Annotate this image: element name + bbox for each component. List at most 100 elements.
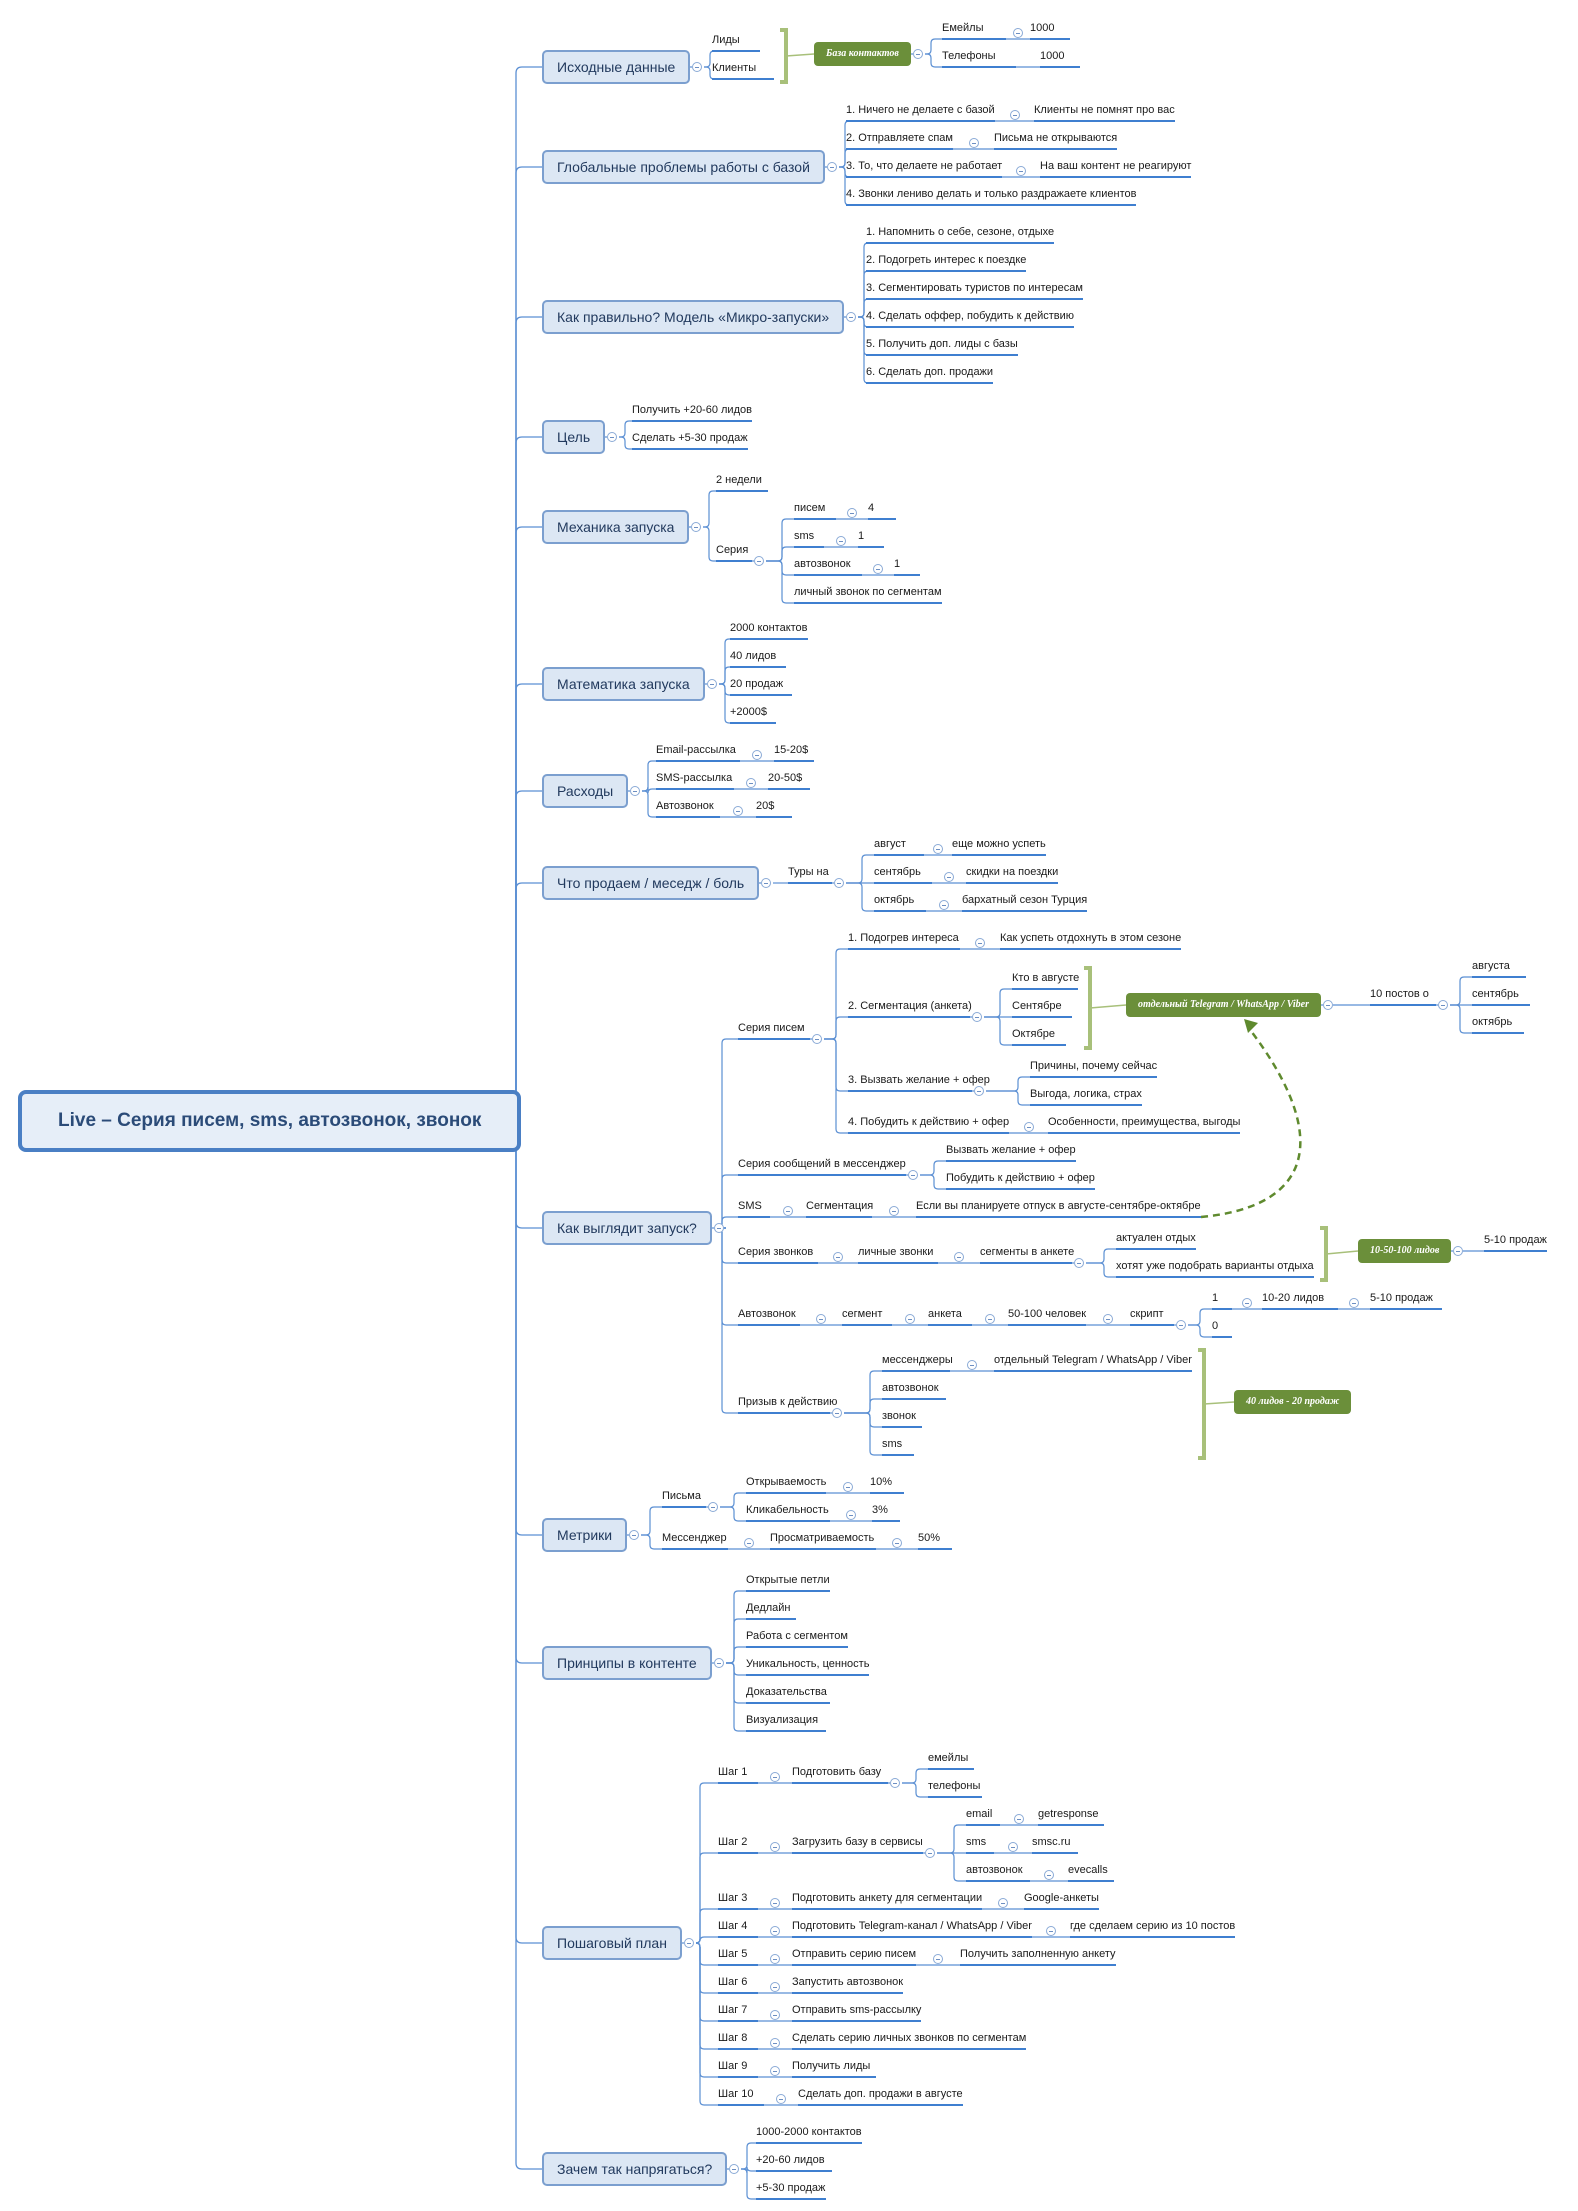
node-sms-cost[interactable]: 20-50$ xyxy=(768,772,810,790)
node-avgusta[interactable]: августа xyxy=(1472,960,1526,978)
collapse-toggle-icon[interactable] xyxy=(843,1482,853,1492)
node-shag-4[interactable]: Шаг 4 xyxy=(718,1920,758,1938)
node-skript[interactable]: скрипт xyxy=(1130,1308,1174,1326)
node-poluchit-lidy[interactable]: Получить лиды xyxy=(792,2060,876,2078)
node-pobudit-k-deistviyu[interactable]: 4. Побудить к действию + офер xyxy=(848,1116,1010,1134)
node-oktyabr-msg[interactable]: бархатный сезон Турция xyxy=(962,894,1088,912)
collapse-toggle-icon[interactable] xyxy=(770,2038,780,2048)
branch-poshagovyi-plan[interactable]: Пошаговый план xyxy=(542,1926,682,1960)
node-getresponse[interactable]: getresponse xyxy=(1038,1808,1104,1826)
collapse-toggle-icon[interactable] xyxy=(714,1223,724,1233)
collapse-toggle-icon[interactable] xyxy=(770,1954,780,1964)
node-dokazatelstva[interactable]: Доказательства xyxy=(746,1686,830,1704)
node-hotyat-podobrat[interactable]: хотят уже подобрать варианты отдыха xyxy=(1116,1260,1314,1278)
branch-chto-prodaem[interactable]: Что продаем / меседж / боль xyxy=(542,866,760,900)
branch-cel[interactable]: Цель xyxy=(542,420,606,454)
branch-mehanika-zapuska[interactable]: Механика запуска xyxy=(542,510,690,544)
node-prosmatrivaemost[interactable]: Просматриваемость xyxy=(770,1532,876,1550)
node-shag-3[interactable]: Шаг 3 xyxy=(718,1892,758,1910)
collapse-toggle-icon[interactable] xyxy=(770,1772,780,1782)
collapse-toggle-icon[interactable] xyxy=(770,1926,780,1936)
tag-40-lidov-20-prodazh[interactable]: 40 лидов - 20 продаж xyxy=(1234,1390,1352,1414)
collapse-toggle-icon[interactable] xyxy=(846,312,856,322)
collapse-toggle-icon[interactable] xyxy=(1349,1298,1359,1308)
node-pisma-metric[interactable]: Письма xyxy=(662,1490,706,1508)
node-prosmatrivaemost-value[interactable]: 50% xyxy=(918,1532,952,1550)
branch-kak-vyglyadit-zapusk[interactable]: Как выглядит запуск? xyxy=(542,1211,712,1245)
collapse-toggle-icon[interactable] xyxy=(954,1252,964,1262)
node-smsc-ru[interactable]: smsc.ru xyxy=(1032,1836,1078,1854)
node-sentyabr-post[interactable]: сентябрь xyxy=(1472,988,1530,1006)
collapse-toggle-icon[interactable] xyxy=(729,2164,739,2174)
collapse-toggle-icon[interactable] xyxy=(752,750,762,760)
collapse-toggle-icon[interactable] xyxy=(975,938,985,948)
collapse-toggle-icon[interactable] xyxy=(847,508,857,518)
node-vygoda-logika[interactable]: Выгода, логика, страх xyxy=(1030,1088,1142,1106)
node-shag-5[interactable]: Шаг 5 xyxy=(718,1948,758,1966)
collapse-toggle-icon[interactable] xyxy=(770,1842,780,1852)
collapse-toggle-icon[interactable] xyxy=(733,806,743,816)
node-problem-2-result[interactable]: Письма не открываются xyxy=(994,132,1118,150)
collapse-toggle-icon[interactable] xyxy=(827,162,837,172)
node-pd-sms[interactable]: sms xyxy=(882,1438,914,1456)
collapse-toggle-icon[interactable] xyxy=(776,2094,786,2104)
collapse-toggle-icon[interactable] xyxy=(1008,1842,1018,1852)
node-lichnye-zvonki[interactable]: личные звонки xyxy=(858,1246,938,1264)
node-segmenty-v-ankete[interactable]: сегменты в анкете xyxy=(980,1246,1074,1264)
node-model-2[interactable]: 2. Подогреть интерес к поездке xyxy=(866,254,1027,272)
node-zagruzit-bazu[interactable]: Загрузить базу в сервисы xyxy=(792,1836,923,1854)
node-problem-3-result[interactable]: На ваш контент не реагируют xyxy=(1040,160,1192,178)
collapse-toggle-icon[interactable] xyxy=(770,2066,780,2076)
node-pd-avtozvonok[interactable]: автозвонок xyxy=(882,1382,946,1400)
node-dedlain[interactable]: Дедлайн xyxy=(746,1602,796,1620)
collapse-toggle-icon[interactable] xyxy=(939,900,949,910)
node-seriya-soobshchenii[interactable]: Серия сообщений в мессенджер xyxy=(738,1158,906,1176)
node-evecalls[interactable]: evecalls xyxy=(1068,1864,1114,1882)
node-shag-2[interactable]: Шаг 2 xyxy=(718,1836,758,1854)
node-plan-telefony[interactable]: телефоны xyxy=(928,1780,982,1798)
collapse-toggle-icon[interactable] xyxy=(833,1252,843,1262)
collapse-toggle-icon[interactable] xyxy=(770,1898,780,1908)
node-klikabelnost-value[interactable]: 3% xyxy=(872,1504,900,1522)
node-email-cost[interactable]: 15-20$ xyxy=(774,744,814,762)
branch-matematika-zapuska[interactable]: Математика запуска xyxy=(542,667,705,701)
node-oktyabre[interactable]: Октябре xyxy=(1012,1028,1066,1046)
collapse-toggle-icon[interactable] xyxy=(968,138,979,148)
node-telefony-1000[interactable]: 1000 xyxy=(1040,50,1080,68)
collapse-toggle-icon[interactable] xyxy=(607,432,617,442)
collapse-toggle-icon[interactable] xyxy=(846,1510,856,1520)
node-seriya-lichnyh-zvonkov[interactable]: Сделать серию личных звонков по сегмента… xyxy=(792,2032,1027,2050)
collapse-toggle-icon[interactable] xyxy=(744,1538,754,1548)
node-plus-2000[interactable]: +2000$ xyxy=(730,706,776,724)
branch-zachem-tak-napryagatsya[interactable]: Зачем так напрягаться? xyxy=(542,2152,728,2186)
node-model-5[interactable]: 5. Получить доп. лиды с базы xyxy=(866,338,1018,356)
collapse-toggle-icon[interactable] xyxy=(783,1206,793,1216)
node-az-5-10-prodazh[interactable]: 5-10 продаж xyxy=(1370,1292,1442,1310)
node-shag-10[interactable]: Шаг 10 xyxy=(718,2088,764,2106)
node-plan-avtozvonok[interactable]: автозвонок xyxy=(966,1864,1030,1882)
node-otpravit-seriyu-pisem[interactable]: Отправить серию писем xyxy=(792,1948,917,1966)
collapse-toggle-icon[interactable] xyxy=(1074,1258,1084,1268)
node-avtozvonok[interactable]: автозвонок xyxy=(794,558,862,576)
node-rabota-s-segmentom[interactable]: Работа с сегментом xyxy=(746,1630,848,1648)
node-shag-9[interactable]: Шаг 9 xyxy=(718,2060,758,2078)
node-avgust[interactable]: август xyxy=(874,838,924,856)
node-sentyabre[interactable]: Сентябре xyxy=(1012,1000,1072,1018)
collapse-toggle-icon[interactable] xyxy=(770,2010,780,2020)
node-2-nedeli[interactable]: 2 недели xyxy=(716,474,768,492)
collapse-toggle-icon[interactable] xyxy=(812,1034,822,1044)
node-avtozvonok-rashod[interactable]: Автозвонок xyxy=(656,800,720,818)
node-podogrev-interesa[interactable]: 1. Подогрев интереса xyxy=(848,932,960,950)
node-anketa[interactable]: анкета xyxy=(928,1308,972,1326)
node-segment[interactable]: сегмент xyxy=(842,1308,892,1326)
branch-metriki[interactable]: Метрики xyxy=(542,1518,628,1552)
collapse-toggle-icon[interactable] xyxy=(985,1314,995,1324)
collapse-toggle-icon[interactable] xyxy=(1242,1298,1252,1308)
node-messendzhery[interactable]: мессенджеры xyxy=(882,1354,953,1372)
collapse-toggle-icon[interactable] xyxy=(816,1314,826,1324)
node-vyzvat-zhelanie[interactable]: 3. Вызвать желание + офер xyxy=(848,1074,990,1092)
collapse-toggle-icon[interactable] xyxy=(873,564,883,574)
collapse-toggle-icon[interactable] xyxy=(832,1408,842,1418)
node-oktyabr-post[interactable]: октябрь xyxy=(1472,1016,1524,1034)
node-problem-4[interactable]: 4. Звонки лениво делать и только раздраж… xyxy=(846,188,1137,206)
